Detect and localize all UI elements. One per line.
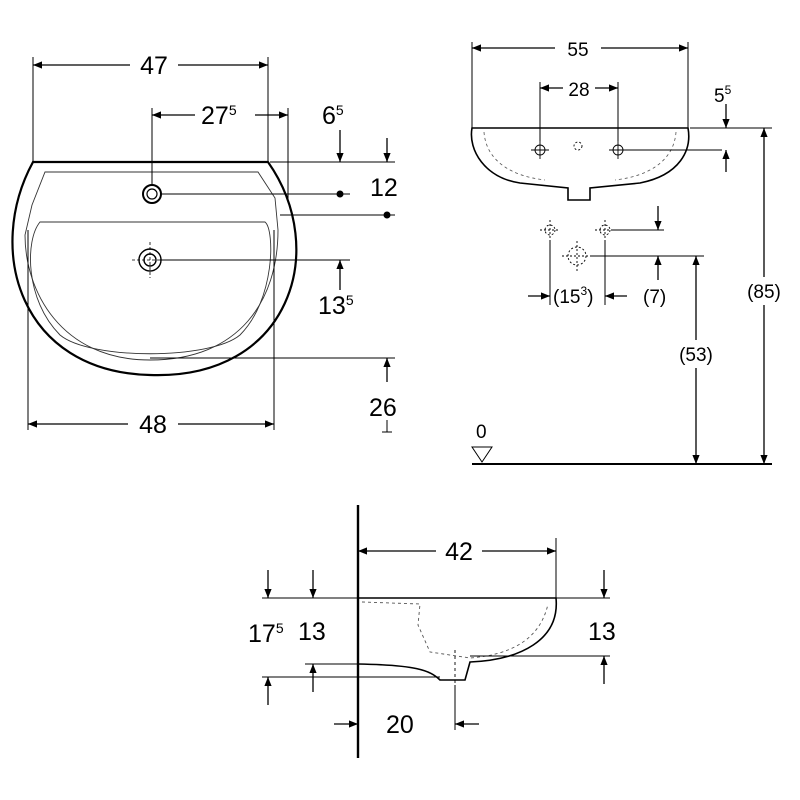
basin-section: [357, 597, 557, 681]
dim-label-floor-level: 0: [476, 422, 487, 443]
tap-hole: [142, 184, 162, 204]
basin-bowl: [30, 221, 272, 355]
dim-label-waste-height: (53): [679, 345, 713, 366]
dim-label-rim-thickness: 55: [714, 83, 732, 107]
dim-label-overall-height: 175: [248, 620, 284, 648]
dim-label-waste-offset: (7): [643, 287, 666, 308]
section-view: [262, 505, 610, 758]
section-view-labels: 42 175 13 13 20: [248, 536, 616, 739]
elevation-extension-lines: [471, 42, 772, 465]
dim-label-rim-depth: 65: [322, 102, 344, 130]
dim-label-fixing-centers: 28: [568, 80, 589, 101]
dim-label-overflow-height: 12: [370, 174, 398, 202]
dim-label-front-height-left: 13: [298, 618, 326, 646]
front-view-labels: 47 275 65 12 135 26 48: [128, 50, 398, 439]
dim-label-top-width: 47: [140, 52, 168, 80]
dim-label-front-height-right: 13: [588, 618, 616, 646]
dim-label-waste-setback: 20: [386, 711, 414, 739]
front-extension-lines: [27, 57, 395, 430]
dim-label-overall-width: 55: [567, 40, 588, 61]
side-elevation-view: [470, 42, 772, 465]
dim-label-waste-depth: 135: [318, 292, 354, 320]
floor-level-marker: [471, 446, 493, 463]
dim-label-bottom-width: 48: [139, 411, 167, 439]
basin-outline: [11, 160, 298, 377]
dim-label-projection: 42: [445, 538, 473, 566]
dim-label-waste-spacing: (153): [553, 284, 593, 308]
dim-label-tap-offset: 275: [201, 102, 237, 130]
side-elevation-labels: 55 28 55 (153) (7) (53) (85) 0: [476, 34, 788, 443]
dim-label-bowl-depth: 26: [369, 394, 397, 422]
dim-label-rim-height: (85): [747, 282, 781, 303]
basin-elevation: [470, 127, 690, 201]
